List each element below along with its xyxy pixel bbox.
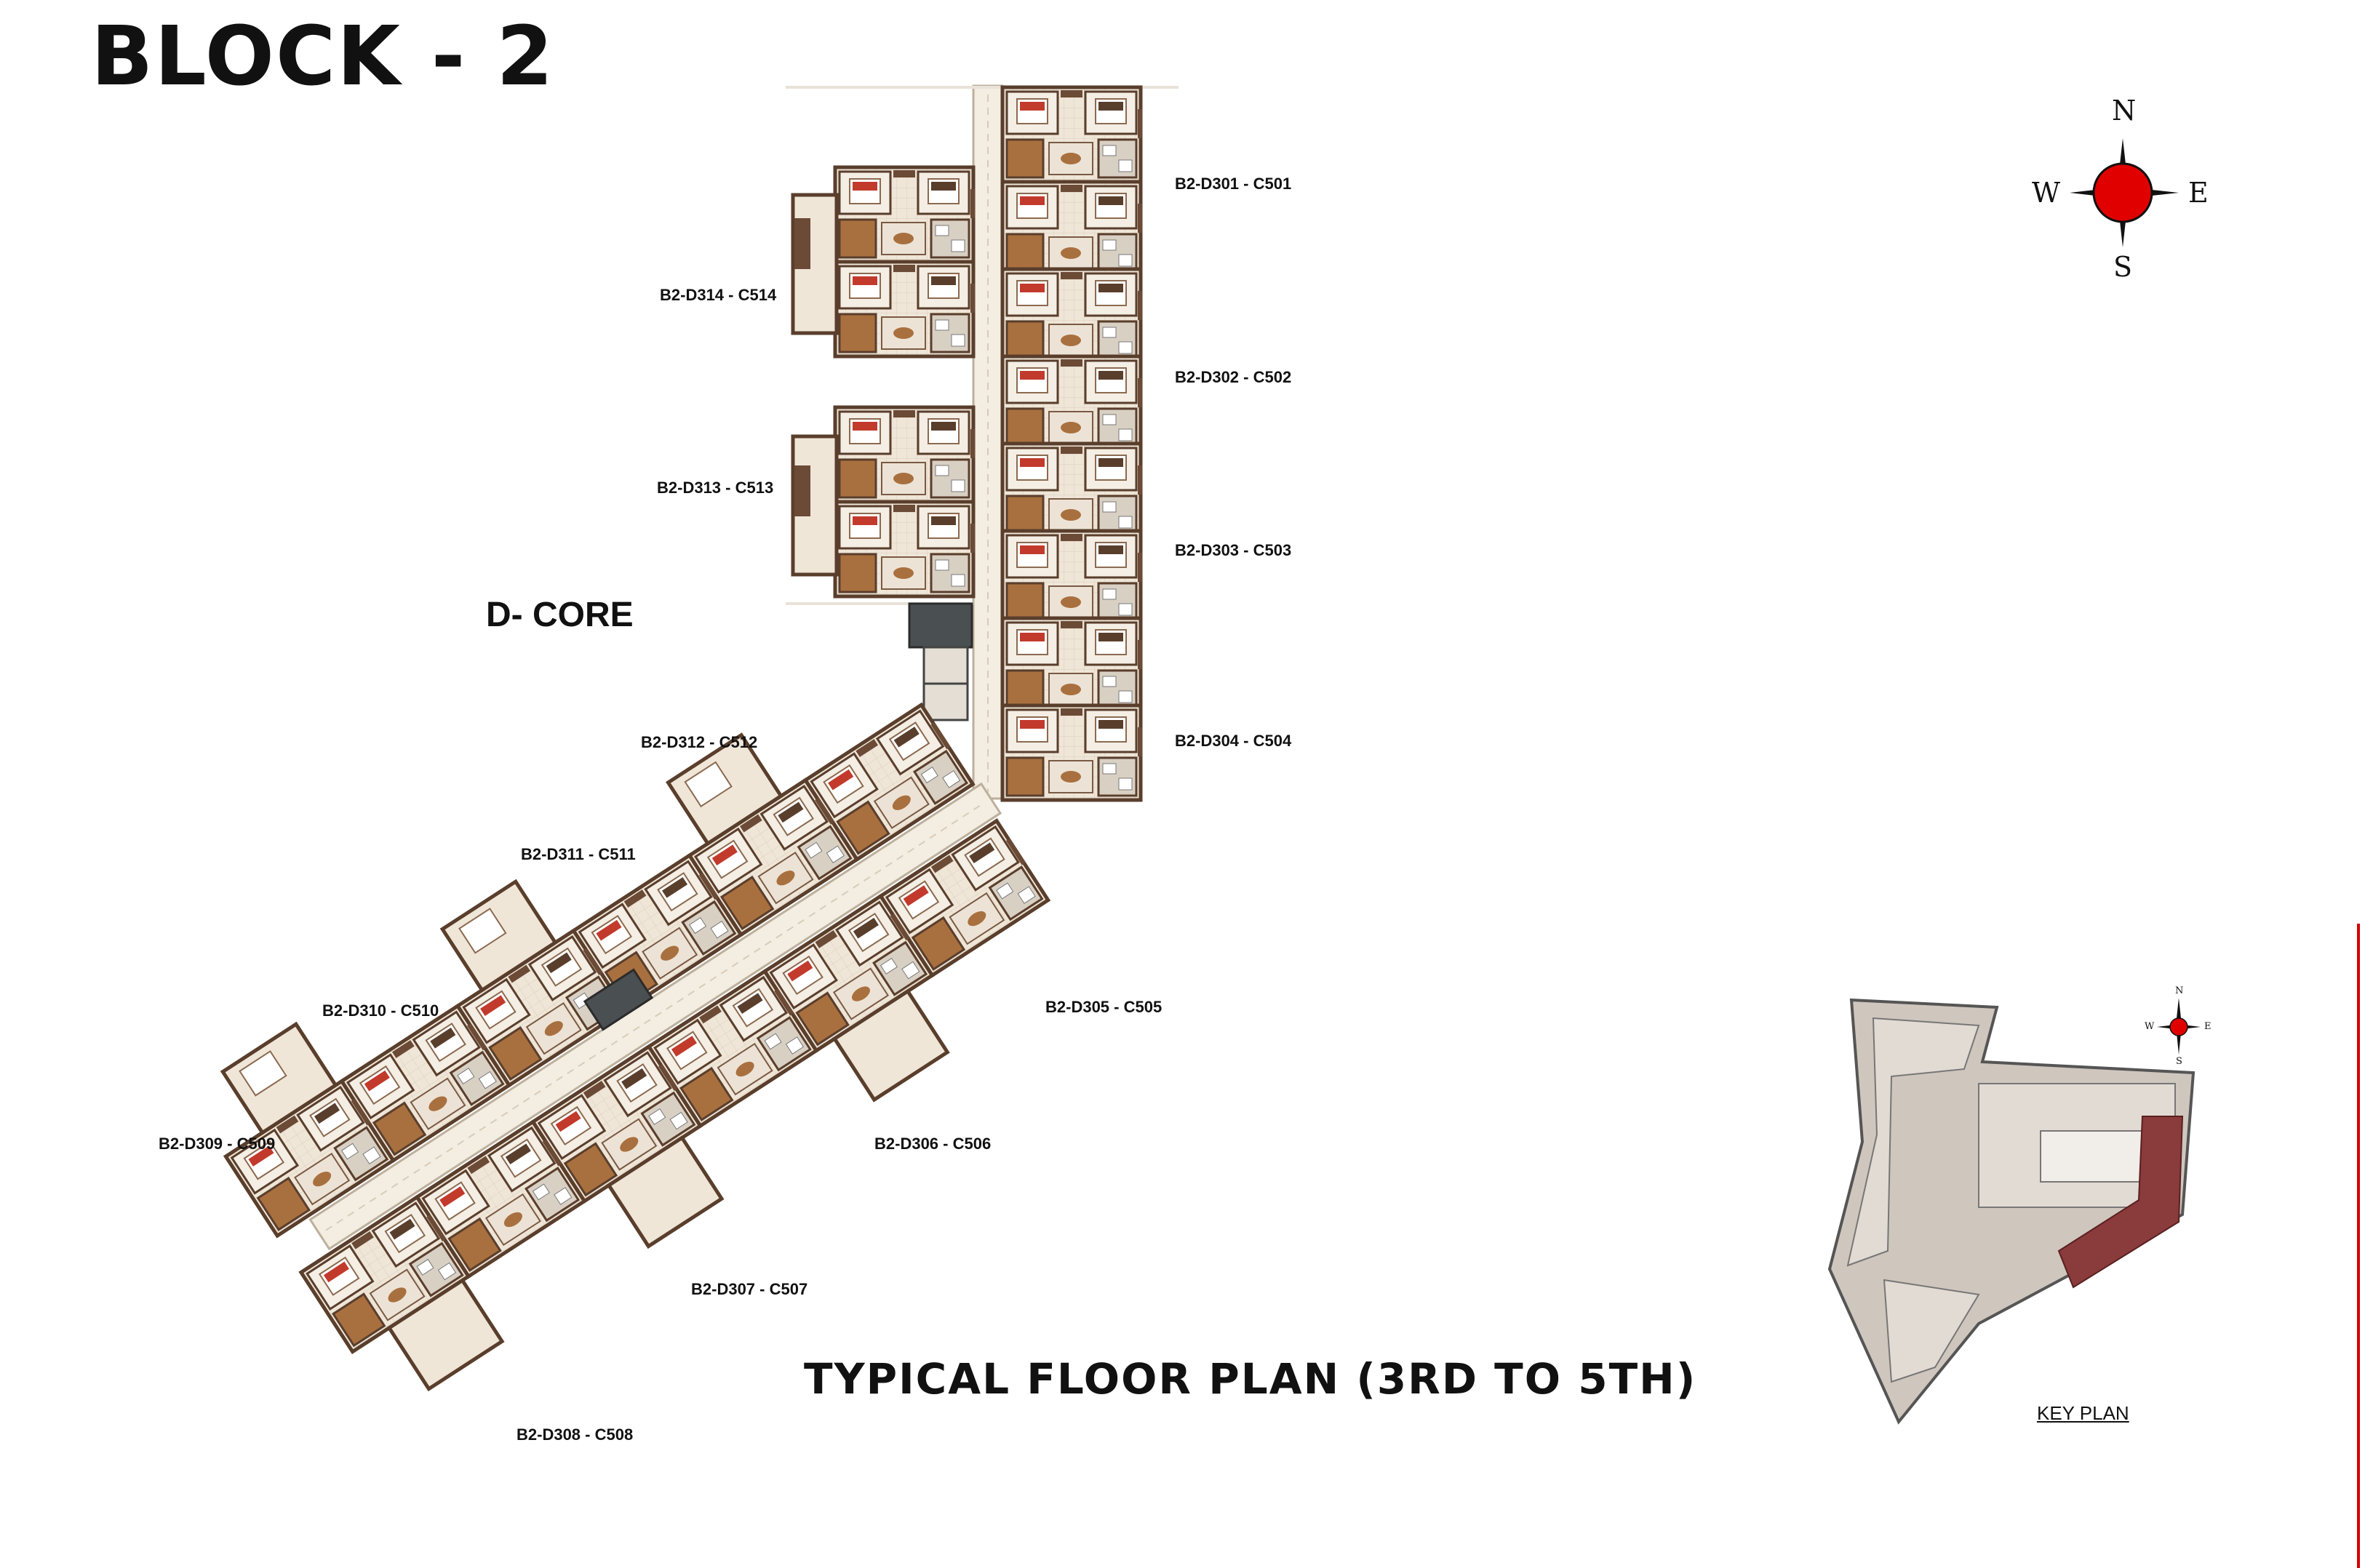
compass-west-label: W <box>2032 177 2061 209</box>
unit-label: B2-D313 - C513 <box>657 479 774 497</box>
key-compass-north-label: N <box>2175 985 2184 996</box>
key-plan <box>1827 998 2195 1425</box>
unit-label: B2-D314 - C514 <box>660 286 777 304</box>
unit-label: B2-D311 - C511 <box>521 845 636 863</box>
unit-label: B2-D308 - C508 <box>517 1425 634 1444</box>
core-label: D- CORE <box>486 596 634 634</box>
floor-plan-title: TYPICAL FLOOR PLAN (3RD TO 5TH) <box>804 1354 1697 1404</box>
compass-north-label: N <box>2112 95 2137 127</box>
key-plan-caption: KEY PLAN <box>2037 1402 2129 1424</box>
compass-east-label: E <box>2188 177 2209 209</box>
unit-label: B2-D309 - C509 <box>159 1135 276 1153</box>
unit-label: B2-D310 - C510 <box>322 1001 439 1020</box>
unit-label: B2-D302 - C502 <box>1175 368 1292 386</box>
key-compass-south-label: S <box>2176 1056 2182 1067</box>
unit-label: B2-D301 - C501 <box>1175 175 1292 193</box>
page-title: BLOCK - 2 <box>91 9 555 104</box>
unit-label: B2-D304 - C504 <box>1175 732 1292 750</box>
unit-label: B2-D306 - C506 <box>874 1135 992 1153</box>
unit-label: B2-D307 - C507 <box>691 1280 808 1298</box>
unit-label: B2-D305 - C505 <box>1045 998 1162 1016</box>
key-compass-west-label: W <box>2145 1021 2155 1032</box>
unit-label: B2-D312 - C512 <box>641 733 758 751</box>
unit-label: B2-D303 - C503 <box>1175 541 1292 559</box>
compass-south-label: S <box>2113 251 2133 283</box>
key-compass-east-label: E <box>2204 1021 2212 1032</box>
